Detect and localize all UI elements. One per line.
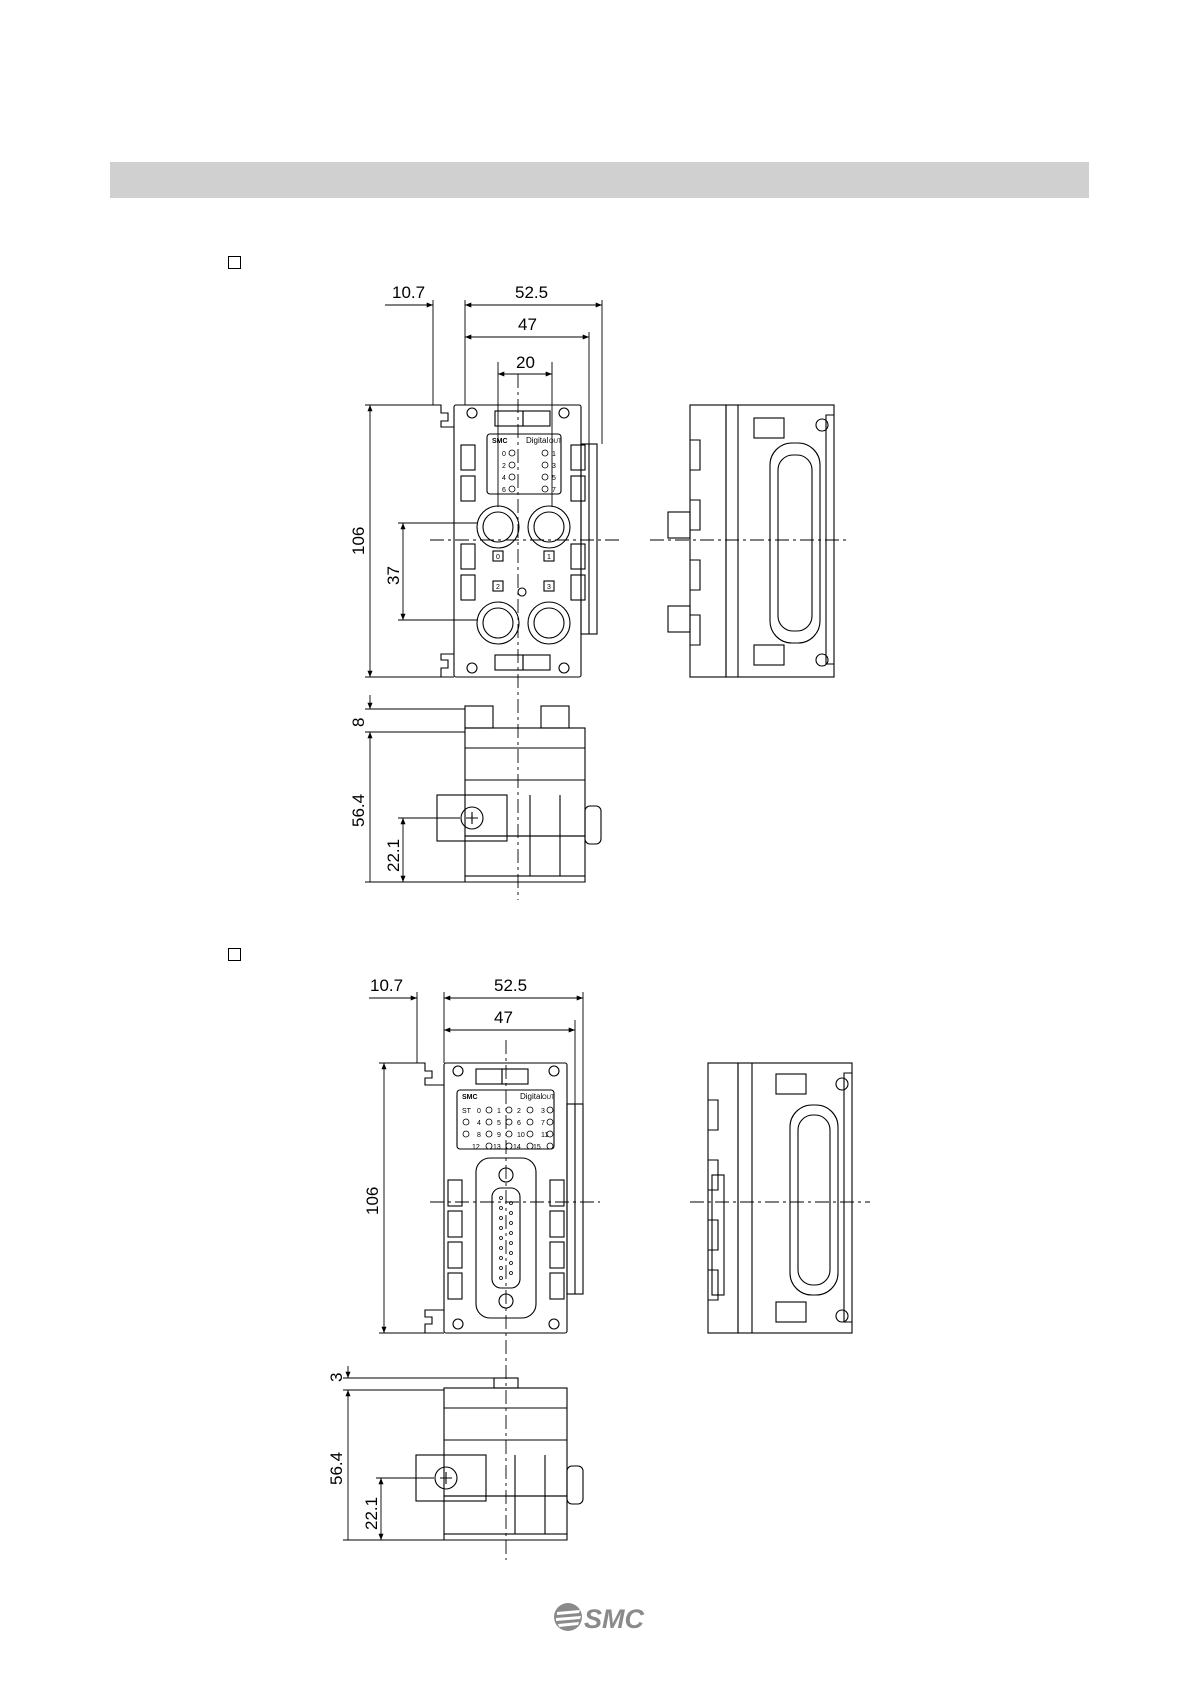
brand-label-1: SMC: [492, 438, 508, 445]
dim-protrusion-1: 8: [349, 718, 368, 727]
dim-protrusion-2: 3: [327, 1373, 346, 1382]
brand-label-2: SMC: [462, 1094, 478, 1101]
dim-connector-pitch-v: 37: [384, 566, 403, 585]
dim-offset-2: 10.7: [370, 976, 403, 995]
smc-logo: SMC: [553, 1600, 653, 1634]
drawing-2: [416, 1040, 870, 1560]
led-label: 13: [493, 1144, 501, 1151]
dim-body-width-1: 47: [518, 315, 537, 334]
dimensions-2: [343, 992, 583, 1540]
dim-depth-2: 56.4: [327, 1452, 346, 1485]
led-label: 7: [541, 1120, 545, 1127]
led-label: 5: [552, 475, 556, 482]
led-label: 3: [552, 463, 556, 470]
dim-overall-width-1: 52.5: [515, 283, 548, 302]
led-label: 6: [502, 487, 506, 494]
led-label: 1: [497, 1108, 501, 1115]
drawing-1: [430, 374, 848, 900]
dim-height-2: 106: [363, 1187, 382, 1215]
led-label: 4: [477, 1120, 481, 1127]
panel-label-1: Digital: [526, 436, 548, 445]
port-number: 3: [547, 584, 551, 591]
side-view-1: [668, 405, 834, 677]
led-label: 0: [502, 451, 506, 458]
led-label: 8: [477, 1132, 481, 1139]
led-label: 1: [552, 451, 556, 458]
dim-offset-1: 10.7: [392, 283, 425, 302]
bottom-view-2: [416, 1378, 583, 1540]
dim-height-1: 106: [349, 527, 368, 555]
led-label: 7: [552, 487, 556, 494]
led-label: 2: [517, 1108, 521, 1115]
panel-label-2: Digital: [520, 1092, 542, 1101]
led-label: 12: [472, 1144, 480, 1151]
dim-mount-height-2: 22.1: [362, 1497, 381, 1530]
logo-text: SMC: [584, 1604, 645, 1634]
dim-body-width-2: 47: [494, 1008, 513, 1027]
dim-mount-height-1: 22.1: [384, 839, 403, 872]
port-number: 0: [496, 554, 500, 561]
dim-connector-pitch-h: 20: [516, 353, 535, 372]
port-number: 1: [547, 554, 551, 561]
led-label: 9: [497, 1132, 501, 1139]
front-view-1: [433, 405, 597, 677]
led-indicators-1: [509, 450, 548, 492]
led-label: 3: [541, 1108, 545, 1115]
panel-badge-1: OUT: [549, 439, 562, 445]
port-number: 2: [496, 584, 500, 591]
led-label: 15: [533, 1144, 541, 1151]
led-label: 2: [502, 463, 506, 470]
led-label: ST: [462, 1108, 472, 1115]
led-label: 10: [517, 1132, 525, 1139]
dim-overall-width-2: 52.5: [494, 976, 527, 995]
led-label: 6: [517, 1120, 521, 1127]
panel-badge-2: OUT: [542, 1095, 555, 1101]
led-label: 14: [513, 1144, 521, 1151]
led-label: 5: [497, 1120, 501, 1127]
led-label: 4: [502, 475, 506, 482]
dim-depth-1: 56.4: [349, 794, 368, 827]
side-view-2: [708, 1063, 852, 1333]
led-label: 0: [477, 1108, 481, 1115]
front-view-2: [417, 1063, 583, 1333]
